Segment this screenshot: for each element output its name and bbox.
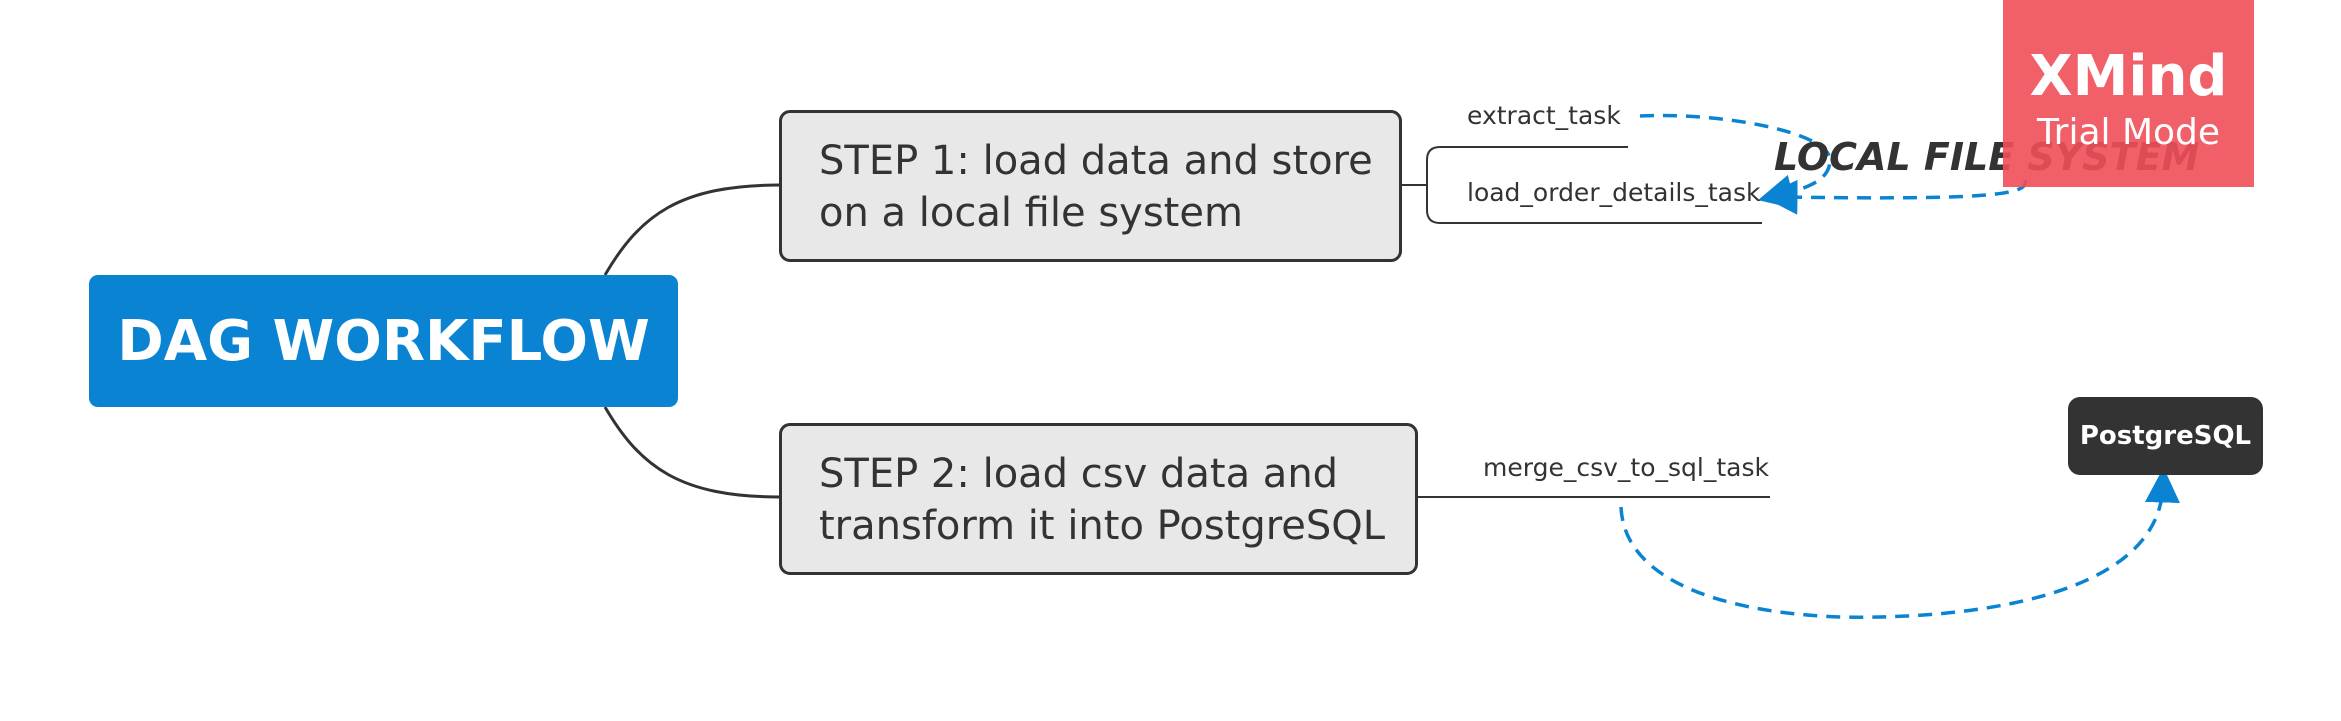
- task-connector-step1: [1402, 146, 1762, 224]
- step2-title-line1: STEP 2: load csv data and: [819, 451, 1339, 497]
- subtopic-load-order-details-task[interactable]: load_order_details_task: [1467, 178, 1761, 207]
- central-topic-label: DAG WORKFLOW: [117, 308, 650, 374]
- step1-title-line1: STEP 1: load data and store: [819, 138, 1373, 184]
- postgresql-label: PostgreSQL: [2079, 421, 2252, 451]
- trial-mode-watermark: XMind Trial Mode: [2003, 0, 2254, 187]
- relationship-local-fs-to-load: [1762, 179, 2028, 215]
- step2-topic[interactable]: STEP 2: load csv data and transform it i…: [779, 423, 1418, 575]
- watermark-title: XMind: [2029, 44, 2228, 109]
- branch-connector-step2: [603, 406, 781, 499]
- step1-topic[interactable]: STEP 1: load data and store on a local f…: [779, 110, 1402, 262]
- subtopic-extract-task[interactable]: extract_task: [1467, 101, 1621, 130]
- step2-title-line2: transform it into PostgreSQL: [819, 503, 1386, 549]
- subtopic-merge-csv-to-sql-task[interactable]: merge_csv_to_sql_task: [1483, 453, 1769, 482]
- branch-connector-step1: [603, 183, 781, 276]
- relationship-merge-to-postgres: [1619, 467, 2180, 620]
- watermark-subtitle: Trial Mode: [2036, 112, 2221, 153]
- step1-title-line2: on a local file system: [819, 190, 1243, 236]
- central-topic[interactable]: DAG WORKFLOW: [89, 275, 678, 407]
- relationship-extract-to-local-fs: [1639, 113, 1832, 209]
- floating-topic-postgresql[interactable]: PostgreSQL: [2068, 397, 2263, 475]
